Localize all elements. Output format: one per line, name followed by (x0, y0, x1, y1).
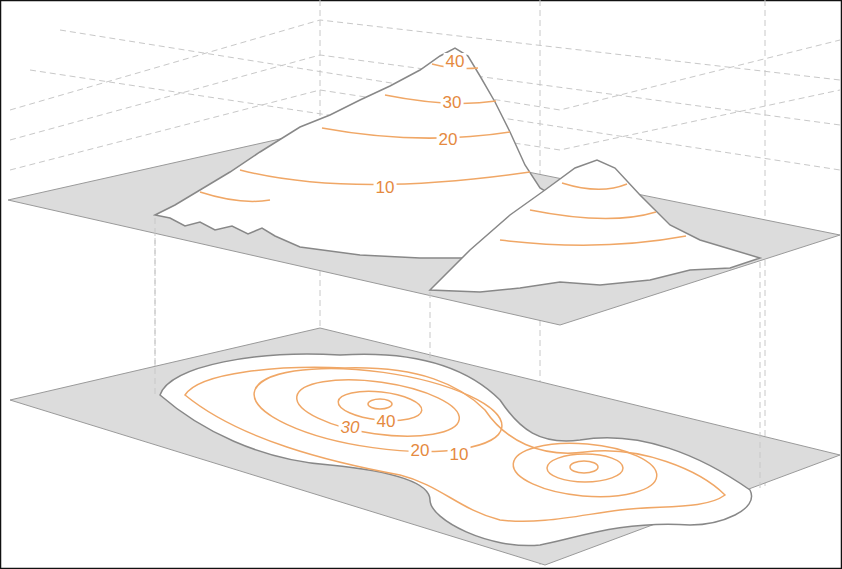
contour-label: 20 (409, 442, 432, 460)
elevation-label: 40 (444, 53, 467, 71)
elevation-label: 30 (441, 94, 464, 112)
contour-label: 30 (339, 419, 362, 437)
contour-label: 10 (448, 446, 471, 464)
elevation-label: 20 (437, 131, 460, 149)
elevation-label: 10 (374, 179, 397, 197)
contour-label: 40 (375, 413, 398, 431)
